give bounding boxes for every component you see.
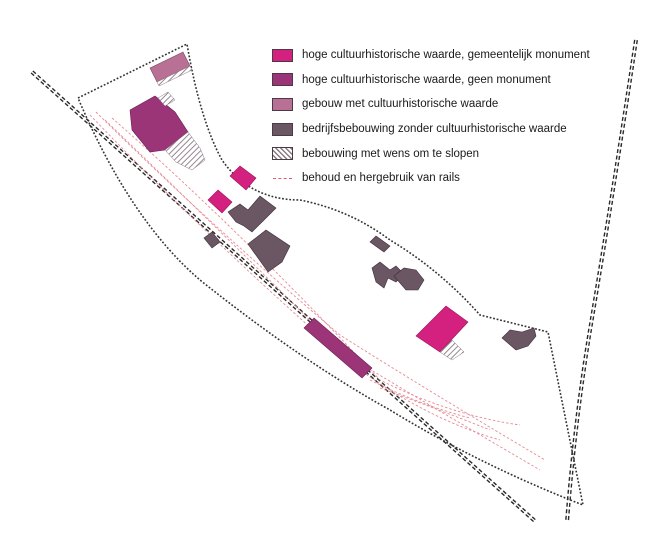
legend: hoge cultuurhistorische waarde, gemeente… [272, 43, 642, 191]
railway-right [565, 39, 638, 523]
building-bedrijfs-5 [501, 327, 537, 351]
building-gemeentelijk-3 [415, 305, 469, 353]
building-geen-monument-2 [303, 317, 373, 379]
rails-retained [89, 111, 546, 471]
building-gemeentelijk-1 [229, 165, 257, 191]
legend-item-bedrijfs: bedrijfsbebouwing zonder cultuurhistoris… [272, 117, 642, 142]
building-to-demolish-2 [439, 339, 465, 361]
legend-item-rails: behoud en hergebruik van rails [272, 166, 642, 191]
legend-swatch [272, 48, 293, 62]
legend-item-slopen: bebouwing met wens om te slopen [272, 141, 642, 166]
legend-swatch [272, 122, 293, 136]
legend-label: bebouwing met wens om te slopen [302, 147, 480, 160]
legend-item-cultuurhistorisch: gebouw met cultuurhistorische waarde [272, 92, 642, 117]
building-gemeentelijk-2 [207, 189, 233, 214]
legend-swatch [272, 73, 293, 87]
building-to-demolish-1 [157, 91, 206, 171]
legend-item-gemeentelijk: hoge cultuurhistorische waarde, gemeente… [272, 43, 642, 68]
legend-label: gebouw met cultuurhistorische waarde [302, 98, 499, 111]
legend-swatch-dash [272, 172, 293, 185]
building-bedrijfs-3 [247, 229, 291, 273]
legend-swatch-hatch [272, 147, 293, 161]
legend-label: behoud en hergebruik van rails [302, 172, 460, 185]
building-cultuurhistorisch [149, 51, 193, 87]
building-bedrijfs-2 [203, 231, 221, 249]
legend-swatch [272, 97, 293, 111]
legend-label: hoge cultuurhistorische waarde, geen mon… [302, 73, 551, 86]
legend-label: hoge cultuurhistorische waarde, gemeente… [302, 49, 590, 62]
legend-label: bedrijfsbebouwing zonder cultuurhistoris… [302, 123, 567, 136]
railway-left [30, 70, 538, 524]
building-bedrijfs-4 [369, 235, 425, 291]
building-bedrijfs-1 [227, 195, 277, 233]
legend-item-geen-monument: hoge cultuurhistorische waarde, geen mon… [272, 68, 642, 93]
